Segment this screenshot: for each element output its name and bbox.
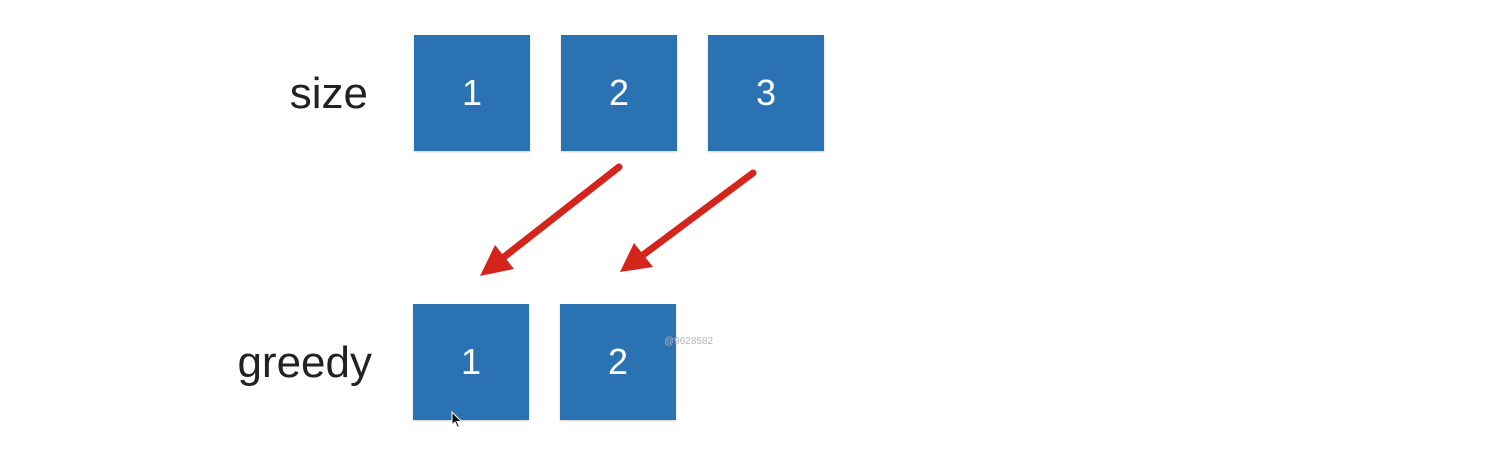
size-box-3: 3 bbox=[708, 35, 824, 151]
row-label-size: size bbox=[289, 69, 368, 118]
greedy-box-2-label: 2 bbox=[607, 341, 629, 382]
size-box-2-label: 2 bbox=[608, 72, 630, 113]
greedy-box-1: 1 bbox=[413, 304, 529, 420]
size-box-2: 2 bbox=[561, 35, 677, 151]
watermark-text: @9628582 bbox=[664, 336, 714, 347]
size-box-1-label: 1 bbox=[461, 72, 483, 113]
arrow-size2-to-greedy1 bbox=[480, 163, 623, 276]
row-label-greedy: greedy bbox=[237, 338, 372, 387]
greedy-box-1-label: 1 bbox=[460, 341, 482, 382]
arrow-size3-to-greedy2 bbox=[620, 169, 757, 272]
mouse-cursor-icon bbox=[451, 411, 463, 429]
greedy-box-2: 2 bbox=[560, 304, 676, 420]
size-box-3-label: 3 bbox=[755, 72, 777, 113]
size-box-1: 1 bbox=[414, 35, 530, 151]
